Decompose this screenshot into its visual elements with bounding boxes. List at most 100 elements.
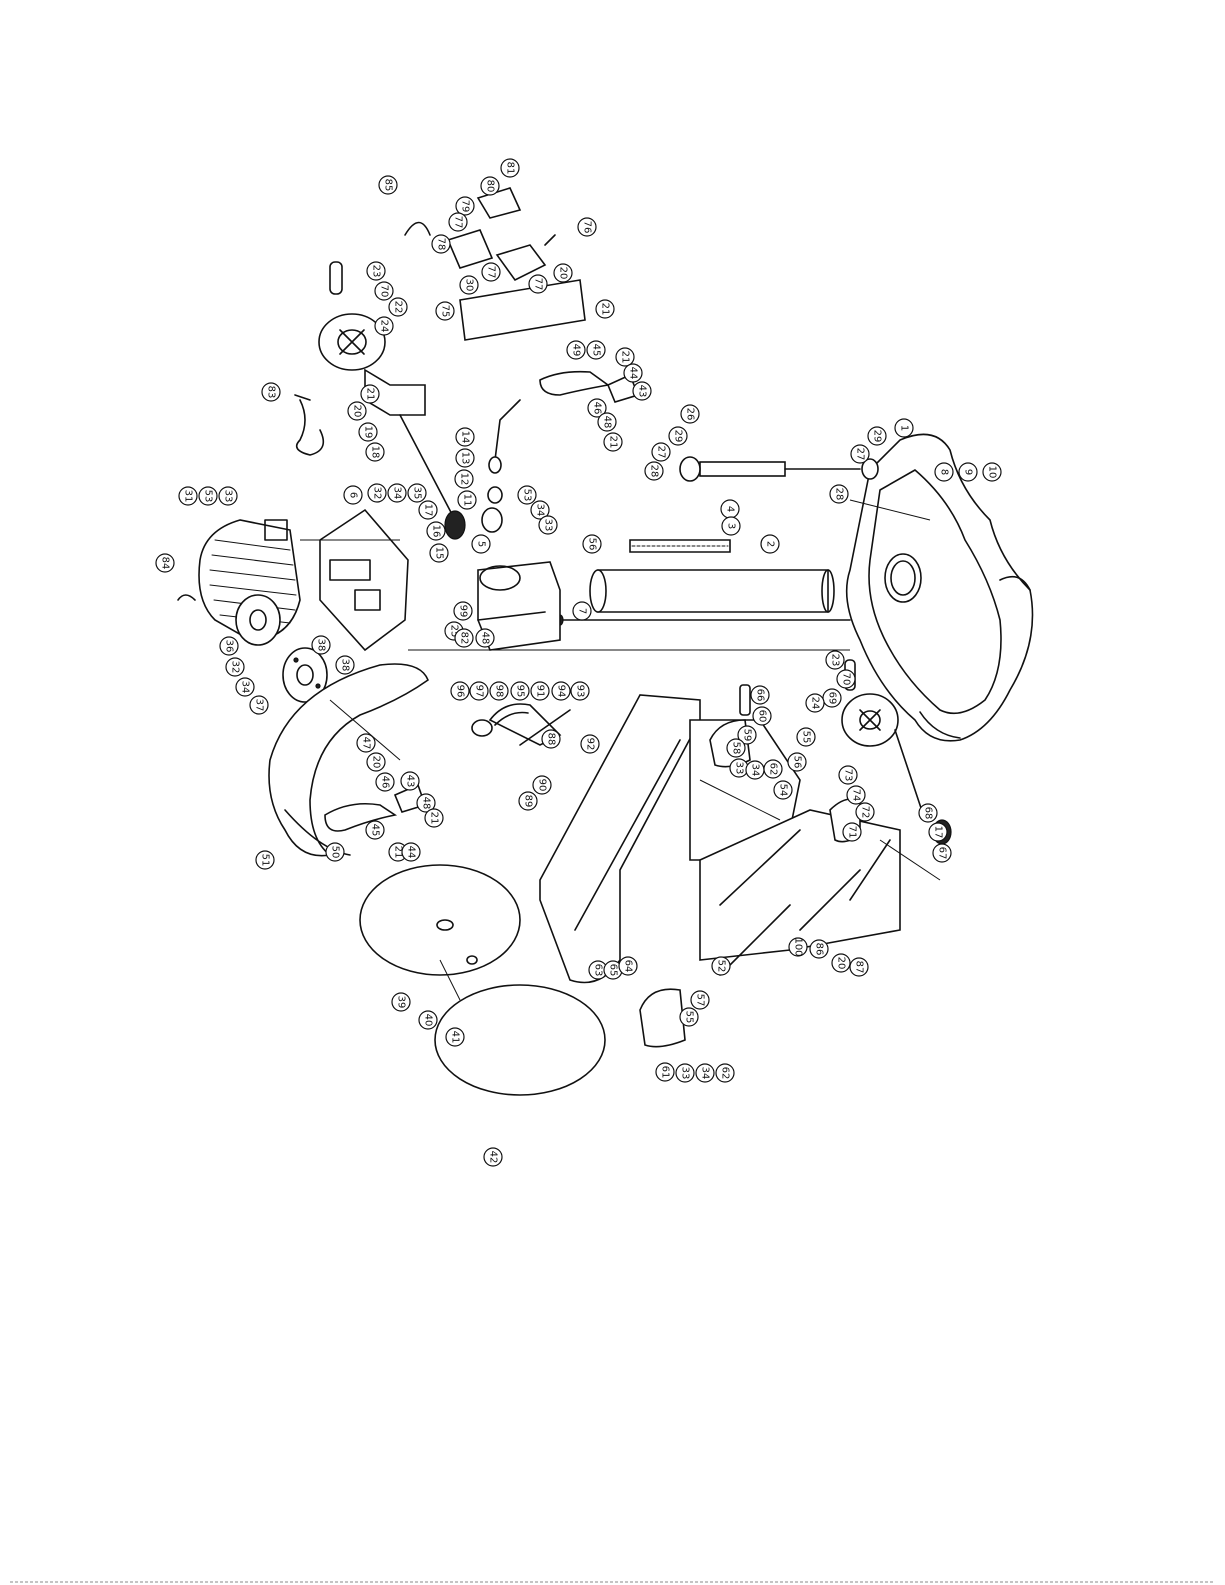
callout-circle bbox=[401, 842, 421, 862]
callout-circle bbox=[459, 275, 479, 295]
callout-circle bbox=[894, 418, 914, 438]
callout-number: 99 bbox=[458, 605, 469, 618]
callout-number: 33 bbox=[734, 762, 745, 775]
callout-circle bbox=[374, 281, 394, 301]
callout-97: 97 bbox=[469, 681, 489, 701]
callout-43: 43 bbox=[632, 381, 652, 401]
callout-circle bbox=[855, 802, 875, 822]
callout-circle bbox=[566, 340, 586, 360]
callout-28: 28 bbox=[644, 461, 664, 481]
callout-circle bbox=[623, 363, 643, 383]
callout-number: 53 bbox=[203, 490, 214, 503]
callout-circle bbox=[836, 669, 856, 689]
callout-number: 43 bbox=[637, 385, 648, 398]
callout-circle bbox=[570, 681, 590, 701]
callout-50: 50 bbox=[325, 842, 345, 862]
power-cord bbox=[294, 394, 325, 456]
callout-20: 20 bbox=[831, 953, 851, 973]
callout-51: 51 bbox=[255, 850, 275, 870]
callout-39: 39 bbox=[391, 992, 411, 1012]
callout-number: 46 bbox=[380, 776, 391, 789]
callout-number: 82 bbox=[459, 632, 470, 645]
callout-number: 20 bbox=[836, 957, 847, 970]
callout-number: 60 bbox=[757, 710, 768, 723]
callout-circle bbox=[155, 553, 175, 573]
callout-circle bbox=[932, 843, 952, 863]
callout-circle bbox=[958, 462, 978, 482]
callout-100: 100 bbox=[788, 937, 808, 957]
callout-40: 40 bbox=[418, 1010, 438, 1030]
callout-circle bbox=[457, 490, 477, 510]
callout-circle bbox=[530, 500, 550, 520]
callout-number: 31 bbox=[183, 490, 194, 503]
callout-23: 23 bbox=[366, 261, 386, 281]
callout-92: 92 bbox=[580, 734, 600, 754]
callout-number: 84 bbox=[160, 557, 171, 570]
callout-circle bbox=[469, 681, 489, 701]
callout-number: 32 bbox=[230, 661, 241, 674]
callout-38: 38 bbox=[311, 635, 331, 655]
callout-number: 57 bbox=[695, 994, 706, 1007]
callout-number: 45 bbox=[591, 344, 602, 357]
callout-33: 33 bbox=[675, 1063, 695, 1083]
callout-8: 8 bbox=[934, 462, 954, 482]
callout-28: 28 bbox=[829, 484, 849, 504]
callout-89: 89 bbox=[518, 791, 538, 811]
callout-number: 70 bbox=[841, 673, 852, 686]
callout-circle bbox=[391, 992, 411, 1012]
callout-number: 29 bbox=[673, 430, 684, 443]
callout-55: 55 bbox=[796, 727, 816, 747]
callout-circle bbox=[587, 398, 607, 418]
callout-61: 61 bbox=[655, 1062, 675, 1082]
callout-42: 42 bbox=[483, 1147, 503, 1167]
callout-number: 7 bbox=[577, 608, 588, 614]
callout-circle bbox=[651, 442, 671, 462]
callout-81: 81 bbox=[500, 158, 520, 178]
callout-circle bbox=[471, 534, 491, 554]
callout-number: 34 bbox=[750, 764, 761, 777]
callout-number: 63 bbox=[593, 964, 604, 977]
callout-number: 20 bbox=[558, 267, 569, 280]
callout-number: 1 bbox=[899, 425, 910, 431]
callout-number: 90 bbox=[537, 779, 548, 792]
callout-1: 1 bbox=[894, 418, 914, 438]
callout-31: 31 bbox=[178, 486, 198, 506]
upper-lever-assembly bbox=[539, 370, 640, 403]
callout-number: 45 bbox=[370, 824, 381, 837]
callout-number: 59 bbox=[742, 729, 753, 742]
callout-number: 55 bbox=[801, 731, 812, 744]
callout-number: 92 bbox=[585, 738, 596, 751]
callout-30: 30 bbox=[459, 275, 479, 295]
callout-number: 34 bbox=[392, 487, 403, 500]
callout-number: 42 bbox=[488, 1151, 499, 1164]
callout-circle bbox=[532, 775, 552, 795]
callout-number: 43 bbox=[405, 775, 416, 788]
callout-number: 77 bbox=[533, 278, 544, 291]
long-rod bbox=[556, 614, 851, 626]
callout-circle bbox=[225, 657, 245, 677]
callout-circle bbox=[366, 261, 386, 281]
callout-circle bbox=[934, 462, 954, 482]
callout-circle bbox=[715, 1063, 735, 1083]
callout-32: 32 bbox=[367, 483, 387, 503]
callout-57: 57 bbox=[690, 990, 710, 1010]
callout-45: 45 bbox=[365, 820, 385, 840]
callout-circle bbox=[644, 461, 664, 481]
callout-circle bbox=[426, 521, 446, 541]
callout-circle bbox=[809, 939, 829, 959]
callout-circle bbox=[541, 729, 561, 749]
callout-circle bbox=[829, 484, 849, 504]
callout-circle bbox=[367, 483, 387, 503]
callout-70: 70 bbox=[836, 669, 856, 689]
callout-number: 72 bbox=[860, 806, 871, 819]
callout-46: 46 bbox=[587, 398, 607, 418]
callout-44: 44 bbox=[401, 842, 421, 862]
callout-number: 94 bbox=[556, 685, 567, 698]
callout-34: 34 bbox=[235, 677, 255, 697]
callout-17: 17 bbox=[418, 500, 438, 520]
wheel-tire bbox=[434, 984, 606, 1096]
callout-4: 4 bbox=[720, 499, 740, 519]
callout-circle bbox=[365, 820, 385, 840]
callout-number: 71 bbox=[847, 826, 858, 839]
callout-circle bbox=[831, 953, 851, 973]
